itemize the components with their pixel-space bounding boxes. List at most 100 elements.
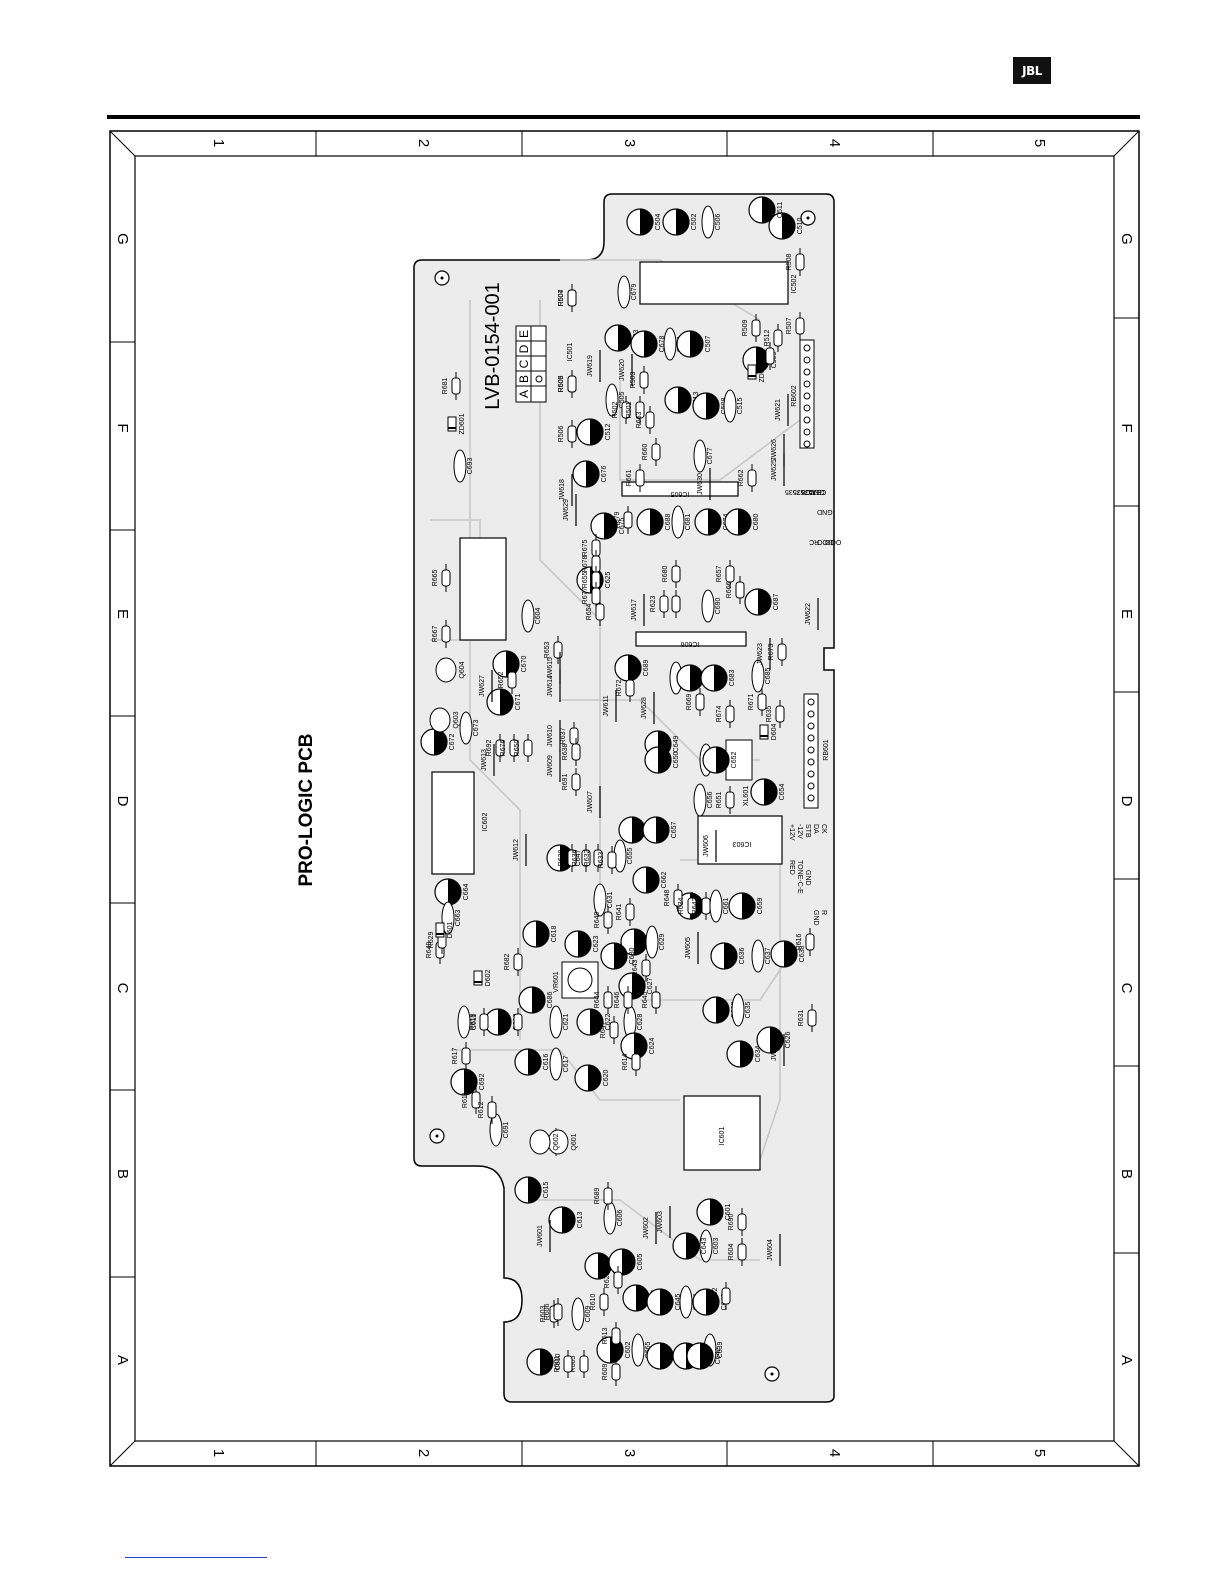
diode-label: D604 <box>771 724 778 741</box>
capacitor-label: C686 <box>547 992 554 1009</box>
resistor-r609: R609 <box>602 1358 621 1386</box>
resistor-label: R663 <box>636 412 643 429</box>
rb601-pin-1: +12V <box>788 824 795 841</box>
rb602-pin-labels: CK7535 DA7535 CE7535 GND GND RC DOO OOO <box>785 488 841 545</box>
col-label-bottom-1: 1 <box>210 1449 227 1457</box>
resistor-label: R682 <box>504 954 511 971</box>
jumper-label: JW630 <box>697 473 704 495</box>
resistor-r667: R667 <box>432 620 451 648</box>
resistor-r692: R692 <box>486 734 505 762</box>
resistor-r625: R625 <box>604 1266 623 1294</box>
row-label-right-B: B <box>1118 1169 1135 1179</box>
resistor-r618: R618 <box>470 1008 489 1036</box>
capacitor-c676: C676 <box>572 460 608 488</box>
resistor-label: R604 <box>728 1244 735 1261</box>
header-rule <box>107 115 1140 119</box>
resistor-label: R501 <box>626 402 633 419</box>
rb602-pin-3: CE7535 <box>801 488 826 495</box>
transistor-q604: Q604 <box>435 657 466 683</box>
ic606-label: IC606 <box>681 640 700 647</box>
resistor-label: R509 <box>742 320 749 337</box>
resistor-label: R661 <box>626 470 633 487</box>
resistor-r645: R645 <box>642 986 661 1014</box>
rb601-pin-labels: +12V -12V STB DA CK RED TONE-C-E GND GND… <box>788 824 827 926</box>
resistor-r641: R641 <box>616 898 635 926</box>
resistor-r638: R638 <box>562 738 581 766</box>
variant-E: E <box>517 330 531 338</box>
capacitor-label: C613 <box>577 1212 584 1229</box>
resistor-label: R617 <box>452 1048 459 1065</box>
capacitor-c604: C604 <box>622 1284 658 1312</box>
jumper-label: JW606 <box>703 835 710 857</box>
resistor-label: R644 <box>594 992 601 1009</box>
ic-bodies <box>431 261 789 1171</box>
ic601-label: IC601 <box>719 1127 726 1146</box>
capacitor-label: C659 <box>757 898 764 915</box>
resistor-label: R649 <box>426 942 433 959</box>
resistor-label: R676 <box>500 740 507 757</box>
resistor-label: R647 <box>600 1022 607 1039</box>
resistor-label: R507 <box>786 318 793 335</box>
capacitor-label: C627 <box>647 978 654 995</box>
resistor-r666: R666 <box>726 576 745 604</box>
capacitor-c624: C624 <box>620 1032 656 1060</box>
capacitor-c507: C507 <box>676 330 712 358</box>
jumper-label: JW618 <box>559 479 566 501</box>
capacitor-c508: C508 <box>692 392 728 420</box>
jumper-label: JW623 <box>757 643 764 665</box>
capacitor-label: C676 <box>601 466 608 483</box>
resistor-label: R640 <box>594 912 601 929</box>
capacitor-c650: C650 <box>644 746 680 774</box>
jumper-label: JW610 <box>547 725 554 747</box>
capacitor-label: C504 <box>655 214 662 231</box>
capacitor-label: C642 <box>715 1348 722 1365</box>
resistor-r512: R512 <box>764 324 783 352</box>
resistor-label: R654 <box>586 604 593 621</box>
capacitor-c654: C654 <box>750 778 786 806</box>
resistor-r602: R602 <box>712 1282 731 1310</box>
jumper-label: JW608 <box>771 1039 778 1061</box>
capacitor-c679: C679 <box>617 275 638 309</box>
capacitor-label: C626 <box>785 1032 792 1049</box>
capacitor-label: C606 <box>617 1210 624 1227</box>
capacitor-label: C654 <box>779 784 786 801</box>
capacitor-c652: C652 <box>702 746 738 774</box>
capacitor-label: C617 <box>563 1056 570 1073</box>
capacitor-label: C680 <box>753 514 760 531</box>
capacitor-c663: C663 <box>441 901 462 935</box>
resistor-label: R636 <box>572 850 579 867</box>
jumper-label: JW627 <box>479 675 486 697</box>
capacitor-label: C611 <box>471 1014 478 1030</box>
col-label-bottom-5: 5 <box>1031 1449 1048 1457</box>
jumper-jw607: JW607 <box>587 786 601 818</box>
resistor-r653: R653 <box>544 636 563 664</box>
capacitor-c686: C686 <box>518 986 554 1014</box>
capacitor-label: C629 <box>659 934 666 951</box>
capacitor-c631: C631 <box>593 883 614 917</box>
transistor-label: Q602 <box>553 1133 560 1150</box>
resistor-label: R633 <box>598 852 605 869</box>
resistor-label: R662 <box>738 470 745 487</box>
resistor-label: R629 <box>428 932 435 949</box>
resistor-r613: R613 <box>602 1322 621 1350</box>
part-number: LVB-0154-001 <box>482 282 504 410</box>
resistor-r601: R601 <box>554 1350 573 1378</box>
row-label-left-B: B <box>114 1169 131 1179</box>
resistor-r650: R650 <box>514 734 533 762</box>
capacitor-label: C505 <box>619 392 626 409</box>
transistor-q603: Q603 <box>429 707 460 733</box>
capacitor-c688: C688 <box>636 508 672 536</box>
rb601-pin-7: TONE-C-E <box>796 860 803 894</box>
diode-zd602: ZD602 <box>747 361 766 383</box>
capacitor-c630: C630 <box>600 942 636 970</box>
resistor-r647: R647 <box>600 1016 619 1044</box>
jumper-jw610: JW610 <box>547 720 561 752</box>
capacitor-label: C673 <box>473 720 480 737</box>
capacitor-label: C671 <box>515 694 522 711</box>
capacitor-c511: C511 <box>748 196 784 224</box>
capacitor-c662: C662 <box>632 866 668 894</box>
capacitor-c643: C643 <box>672 1232 708 1260</box>
capacitor-label: C609 <box>585 1306 592 1323</box>
resistor-r605: R605 <box>570 1350 589 1378</box>
